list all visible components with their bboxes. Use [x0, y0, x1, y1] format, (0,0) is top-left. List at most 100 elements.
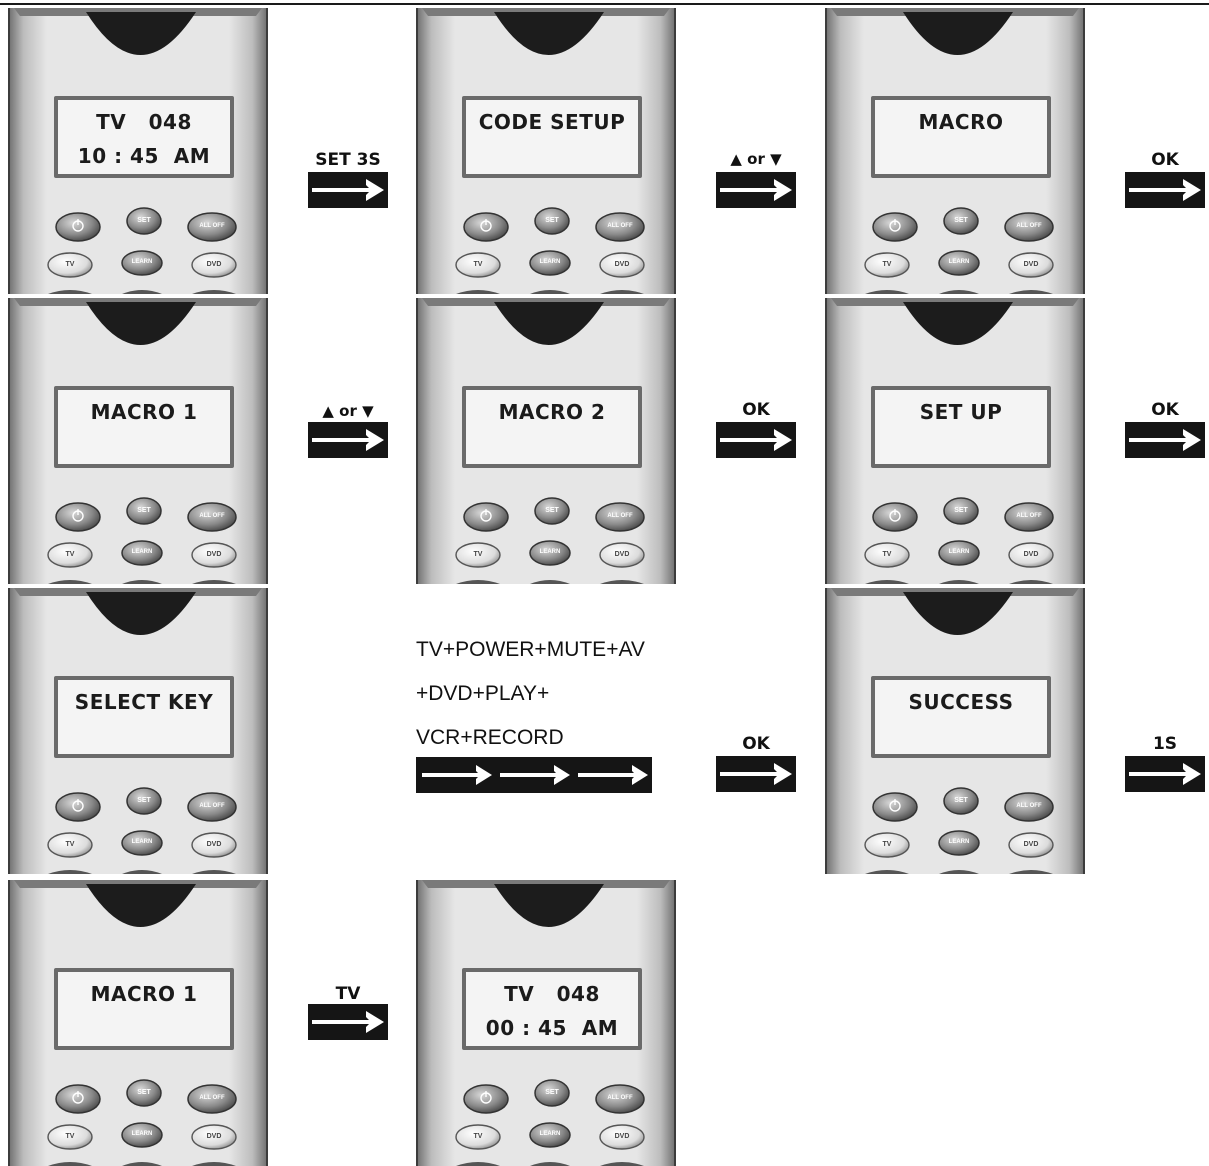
- learn-button-label: LEARN: [122, 549, 162, 555]
- arrow-label: OK: [716, 400, 796, 420]
- learn-button-label: LEARN: [530, 259, 570, 265]
- dvd-button-label: DVD: [602, 261, 642, 268]
- lcd-line-1: MACRO: [919, 110, 1004, 134]
- lcd-screen: MACRO 1: [58, 390, 230, 464]
- lcd-screen: MACRO: [875, 100, 1047, 174]
- dvd-button-label: DVD: [602, 551, 642, 558]
- right-arrow-icon: [308, 172, 388, 208]
- combo-line-2: +DVD+PLAY+: [416, 680, 645, 724]
- dvd-button-label: DVD: [194, 551, 234, 558]
- tv-button-label: TV: [460, 1133, 496, 1140]
- dvd-button-label: DVD: [194, 841, 234, 848]
- remote-s7: SELECT KEY SET ALL OFF TV LEARN DVD: [8, 588, 268, 874]
- tv-button-label: TV: [52, 1133, 88, 1140]
- learn-button-label: LEARN: [939, 549, 979, 555]
- all-off-button-label: ALL OFF: [1007, 223, 1051, 229]
- arrow-label: TV: [308, 984, 388, 1004]
- lcd-line-1: MACRO 1: [91, 400, 198, 424]
- right-arrow-icon: [716, 756, 796, 792]
- arrow-ok: OK: [1125, 400, 1205, 460]
- lcd-line-1: SELECT KEY: [75, 690, 213, 714]
- set-button-label: SET: [130, 797, 158, 804]
- arrow-label: SET 3S: [308, 150, 388, 170]
- arrow-label: OK: [716, 734, 796, 754]
- all-off-button-label: ALL OFF: [190, 223, 234, 229]
- set-button-label: SET: [538, 507, 566, 514]
- lcd-screen: SET UP: [875, 390, 1047, 464]
- lcd-line-1: CODE SETUP: [479, 110, 626, 134]
- lcd-line-1: TV 048: [96, 110, 192, 134]
- dvd-button-label: DVD: [1011, 261, 1051, 268]
- right-arrow-icon: [308, 1004, 388, 1040]
- lcd-screen: CODE SETUP: [466, 100, 638, 174]
- all-off-button-label: ALL OFF: [190, 803, 234, 809]
- remote-s9: MACRO 1 SET ALL OFF TV LEARN DVD: [8, 880, 268, 1166]
- remote-s8: SUCCESS SET ALL OFF TV LEARN DVD: [825, 588, 1085, 874]
- lcd-line-1: MACRO 1: [91, 982, 198, 1006]
- set-button-label: SET: [538, 1089, 566, 1096]
- arrow-label: 1S: [1125, 734, 1205, 754]
- lcd-screen: SELECT KEY: [58, 680, 230, 754]
- set-button-label: SET: [130, 217, 158, 224]
- lcd-line-2: 10 : 45 AM: [78, 144, 210, 168]
- remote-s1: TV 048 10 : 45 AM SET ALL OFF TV LEARN D…: [8, 8, 268, 294]
- tv-button-label: TV: [52, 841, 88, 848]
- lcd-screen: SUCCESS: [875, 680, 1047, 754]
- key-combination-text: TV+POWER+MUTE+AV +DVD+PLAY+ VCR+RECORD: [416, 636, 645, 768]
- dvd-button-label: DVD: [1011, 551, 1051, 558]
- all-off-button-label: ALL OFF: [598, 223, 642, 229]
- tv-button-label: TV: [460, 551, 496, 558]
- lcd-line-1: TV 048: [504, 982, 600, 1006]
- remote-s5: MACRO 2 SET ALL OFF TV LEARN DVD: [416, 298, 676, 584]
- combo-line-1: TV+POWER+MUTE+AV: [416, 636, 645, 680]
- right-arrow-icon: [1125, 422, 1205, 458]
- lcd-line-1: SET UP: [920, 400, 1003, 424]
- arrow-tv: TV: [308, 984, 388, 1044]
- remote-s4: MACRO 1 SET ALL OFF TV LEARN DVD: [8, 298, 268, 584]
- learn-button-label: LEARN: [122, 839, 162, 845]
- all-off-button-label: ALL OFF: [598, 1095, 642, 1101]
- lcd-screen: MACRO 1: [58, 972, 230, 1046]
- right-arrow-icon: [716, 422, 796, 458]
- dvd-button-label: DVD: [194, 261, 234, 268]
- arrow-label: ▲ or ▼: [308, 402, 388, 420]
- all-off-button-label: ALL OFF: [598, 513, 642, 519]
- remote-s3: MACRO SET ALL OFF TV LEARN DVD: [825, 8, 1085, 294]
- learn-button-label: LEARN: [939, 839, 979, 845]
- arrow-ok: OK: [716, 734, 796, 794]
- right-arrow-icon: [1125, 172, 1205, 208]
- remote-s6: SET UP SET ALL OFF TV LEARN DVD: [825, 298, 1085, 584]
- tv-button-label: TV: [52, 261, 88, 268]
- arrow-set-3s: SET 3S: [308, 150, 388, 210]
- all-off-button-label: ALL OFF: [190, 1095, 234, 1101]
- remote-s2: CODE SETUP SET ALL OFF TV LEARN DVD: [416, 8, 676, 294]
- triple-arrow-bar: [416, 757, 652, 793]
- lcd-screen: TV 048 10 : 45 AM: [58, 100, 230, 174]
- dvd-button-label: DVD: [602, 1133, 642, 1140]
- dvd-button-label: DVD: [1011, 841, 1051, 848]
- all-off-button-label: ALL OFF: [1007, 513, 1051, 519]
- lcd-screen: TV 048 00 : 45 AM: [466, 972, 638, 1046]
- right-arrow-icon: [716, 172, 796, 208]
- lcd-line-1: MACRO 2: [499, 400, 606, 424]
- lcd-line-1: SUCCESS: [908, 690, 1013, 714]
- remote-s10: TV 048 00 : 45 AM SET ALL OFF TV LEARN D…: [416, 880, 676, 1166]
- learn-button-label: LEARN: [122, 1131, 162, 1137]
- set-button-label: SET: [947, 507, 975, 514]
- set-button-label: SET: [947, 217, 975, 224]
- arrow-ok: OK: [1125, 150, 1205, 210]
- right-arrow-icon: [1125, 756, 1205, 792]
- right-arrow-icon: [308, 422, 388, 458]
- all-off-button-label: ALL OFF: [1007, 803, 1051, 809]
- all-off-button-label: ALL OFF: [190, 513, 234, 519]
- dvd-button-label: DVD: [194, 1133, 234, 1140]
- learn-button-label: LEARN: [530, 549, 570, 555]
- arrow-ok: OK: [716, 400, 796, 460]
- tv-button-label: TV: [460, 261, 496, 268]
- top-rule: [0, 3, 1209, 5]
- set-button-label: SET: [130, 507, 158, 514]
- learn-button-label: LEARN: [122, 259, 162, 265]
- tv-button-label: TV: [52, 551, 88, 558]
- tv-button-label: TV: [869, 261, 905, 268]
- lcd-line-2: 00 : 45 AM: [486, 1016, 618, 1040]
